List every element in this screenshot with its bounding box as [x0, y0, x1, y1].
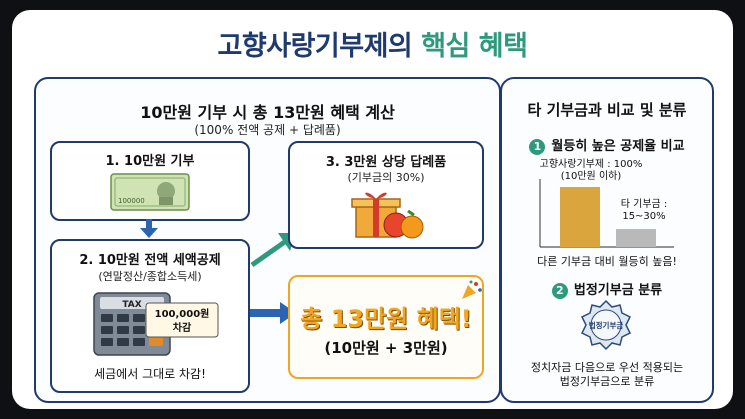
step2-title: 2. 10만원 전액 세액공제 — [79, 253, 221, 268]
step1-title: 1. 10만원 기부 — [105, 154, 195, 169]
section1-number: 1 — [529, 138, 546, 155]
calculation-title: 10만원 기부 시 총 13만원 혜택 계산 — [140, 103, 395, 122]
section2-title: 법정기부금 분류 — [573, 283, 663, 298]
comparison-title: 타 기부금과 비교 및 분류 — [527, 101, 687, 119]
comparison-panel: 타 기부금과 비교 및 분류 1 월등히 높은 공제율 비교 고향사랑기부제 : … — [500, 77, 714, 403]
other-rate-bar — [616, 229, 656, 247]
gift-fruit-icon — [351, 192, 424, 239]
page-title: 고향사랑기부제의 핵심 혜택 — [12, 24, 733, 63]
party-popper-icon — [462, 280, 482, 299]
other-bar-label: 타 기부금 : 15~30% — [620, 199, 668, 222]
hometown-rate-bar — [560, 187, 600, 247]
step3-title: 3. 3만원 상당 답례품 — [325, 155, 447, 170]
step2-caption: 세금에서 그대로 차감! — [94, 367, 206, 381]
calculation-panel: 10만원 기부 시 총 13만원 혜택 계산 (100% 전액 공제 + 답례품… — [34, 77, 501, 403]
seal-badge-icon: 법정기부금 — [580, 299, 632, 351]
section1-heading: 1 월등히 높은 공제율 비교 — [502, 135, 712, 155]
calculation-subtitle: (100% 전액 공제 + 답례품) — [194, 123, 341, 137]
section1-caption: 다른 기부금 대비 월등히 높음! — [537, 255, 677, 268]
infographic-card: 고향사랑기부제의 핵심 혜택 10만원 기부 시 총 13만원 혜택 계산 (1… — [12, 10, 733, 409]
rate-comparison-chart — [539, 179, 674, 248]
section2-heading: 2 법정기부금 분류 — [502, 279, 712, 299]
step2-subtitle: (연말정산/종합소득세) — [98, 270, 202, 283]
seal-text: 법정기부금 — [589, 320, 624, 330]
deduct-amount: 100,000원 — [155, 307, 210, 320]
down-arrow-icon — [140, 219, 158, 238]
step1-box: 1. 10만원 기부 100000 — [50, 141, 250, 221]
section2-number: 2 — [551, 282, 568, 299]
banknote-icon: 100000 — [110, 173, 190, 211]
calculator-icon: TAX 100,000원 차감 — [93, 292, 219, 356]
step3-subtitle: (기부금의 30%) — [347, 171, 425, 184]
banknote-number: 100000 — [118, 197, 145, 205]
tax-label: TAX — [122, 300, 141, 310]
section1-title: 월등히 높은 공제율 비교 — [551, 139, 685, 154]
hometown-bar-label: 고향사랑기부제 : 100% (10만원 이하) — [539, 159, 643, 182]
section2-caption: 정치자금 다음으로 우선 적용되는 법정기부금으로 분류 — [530, 361, 684, 388]
title-part2: 핵심 혜택 — [421, 31, 528, 62]
total-benefit-sub: (10만원 + 3만원) — [324, 339, 448, 357]
title-part1: 고향사랑기부제의 — [217, 31, 413, 62]
total-benefit-box: 총 13만원 혜택! (10만원 + 3만원) — [288, 275, 484, 379]
step2-box: 2. 10만원 전액 세액공제 (연말정산/종합소득세) TAX 100,000… — [50, 239, 250, 393]
step3-box: 3. 3만원 상당 답례품 (기부금의 30%) — [288, 141, 484, 249]
deduct-word: 차감 — [173, 321, 192, 334]
total-benefit-text: 총 13만원 혜택! — [300, 305, 472, 333]
